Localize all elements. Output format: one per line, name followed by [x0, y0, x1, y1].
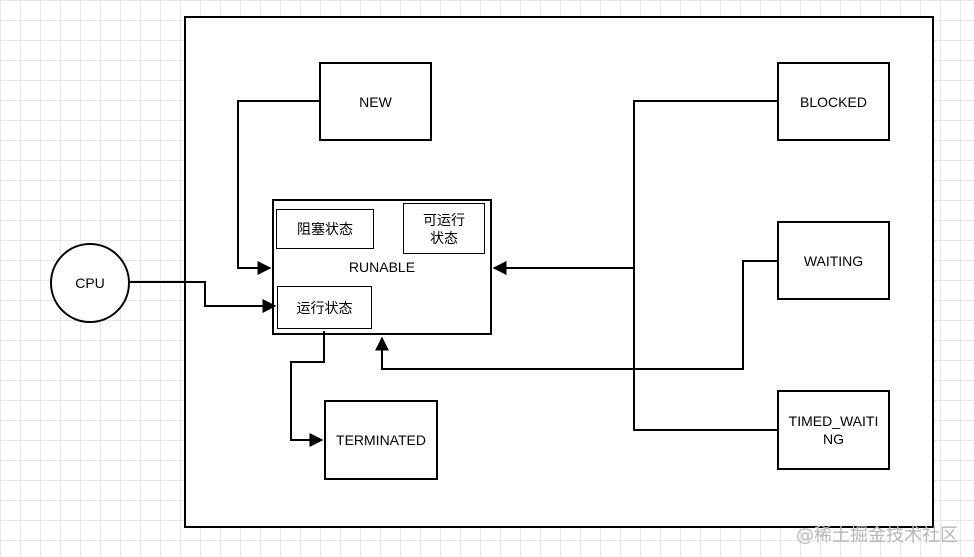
blocked-label: BLOCKED — [800, 93, 867, 110]
waiting-node[interactable]: WAITING — [777, 221, 890, 300]
runnable-state-node[interactable]: 可运行状态 — [403, 203, 485, 254]
terminated-label: TERMINATED — [336, 432, 426, 448]
watermark: @稀土掘金技术社区 — [796, 525, 958, 546]
runable-label: RUNABLE — [348, 259, 416, 275]
cpu-label: CPU — [75, 275, 105, 291]
cpu-node[interactable]: CPU — [50, 243, 130, 323]
terminated-node[interactable]: TERMINATED — [324, 400, 438, 480]
timed-waiting-label: TIMED_WAITING — [788, 413, 879, 447]
blocked-node[interactable]: BLOCKED — [777, 62, 890, 141]
blocked-state-node[interactable]: 阻塞状态 — [276, 209, 374, 249]
running-state-node[interactable]: 运行状态 — [277, 286, 372, 329]
waiting-label: WAITING — [803, 252, 864, 269]
timed-waiting-node[interactable]: TIMED_WAITING — [777, 390, 890, 470]
blocked-state-label: 阻塞状态 — [297, 221, 353, 237]
new-node[interactable]: NEW — [319, 62, 432, 141]
running-state-label: 运行状态 — [296, 299, 353, 316]
new-label: NEW — [359, 93, 392, 110]
runnable-state-label: 可运行状态 — [423, 211, 465, 246]
